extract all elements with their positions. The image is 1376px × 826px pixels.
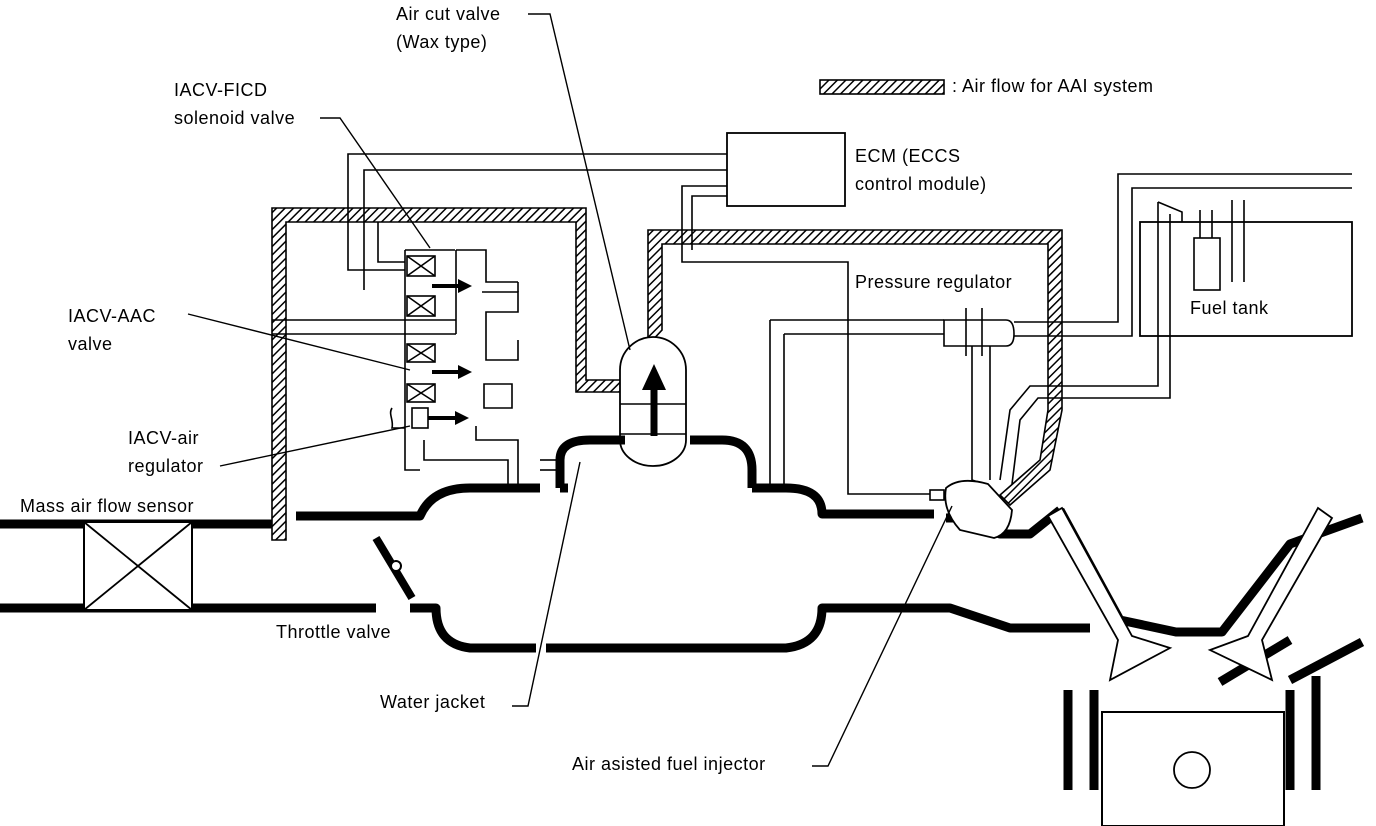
ecm-wiring [347, 153, 930, 495]
water-jacket [540, 435, 757, 488]
iacv-aac-valve [406, 343, 472, 403]
air-cut-valve-label-line1: Air cut valve [396, 4, 501, 24]
iacv-air-regulator [389, 407, 469, 429]
fuel-tank-label: Fuel tank [1190, 298, 1269, 318]
mass-air-flow-sensor-label: Mass air flow sensor [20, 496, 194, 516]
ecm-label-line1: ECM (ECCS [855, 146, 961, 166]
fuel-tank-rect [1139, 221, 1353, 337]
water-jacket-label: Water jacket [380, 692, 485, 712]
legend-hatch-swatch [819, 79, 945, 95]
ecm-label-line2: control module) [855, 174, 987, 194]
mass-air-flow-sensor [83, 521, 193, 611]
aai-pipe-right [647, 229, 1063, 507]
legend: : Air flow for AAI system [819, 76, 1154, 96]
iacv-ficd-label-line2: solenoid valve [174, 108, 295, 128]
labels: Air cut valve (Wax type) IACV-FICD solen… [20, 4, 1012, 774]
air-assisted-fuel-injector [929, 479, 1013, 539]
fuel-tank: Fuel tank [1139, 200, 1353, 337]
air-cut-valve-label-line2: (Wax type) [396, 32, 487, 52]
air-cut-valve [619, 336, 687, 467]
fuel-lines [999, 201, 1183, 485]
pressure-regulator [769, 173, 1352, 488]
air-assisted-fuel-injector-label: Air asisted fuel injector [572, 754, 766, 774]
fuel-pump [1193, 237, 1221, 291]
leader-lines [187, 13, 953, 767]
iacv-air-label-line2: regulator [128, 456, 204, 476]
throttle-valve [372, 535, 416, 601]
aai-pipe-left [271, 207, 625, 541]
iacv-assembly [272, 249, 519, 492]
aai-air-flow-pipes [271, 207, 1063, 541]
legend-text: : Air flow for AAI system [952, 76, 1154, 96]
piston-pin [1173, 751, 1211, 789]
iacv-air-label-line1: IACV-air [128, 428, 199, 448]
iacv-aac-label-line2: valve [68, 334, 113, 354]
iacv-aac-label-line1: IACV-AAC [68, 306, 156, 326]
ecm-rect [726, 132, 846, 207]
engine-cylinder [1046, 506, 1365, 826]
ecm-box: ECM (ECCS control module) [726, 132, 987, 207]
iacv-ficd-solenoid [406, 255, 472, 317]
pressure-regulator-label: Pressure regulator [855, 272, 1012, 292]
throttle-valve-label: Throttle valve [276, 622, 391, 642]
iacv-ficd-label-line1: IACV-FICD [174, 80, 268, 100]
